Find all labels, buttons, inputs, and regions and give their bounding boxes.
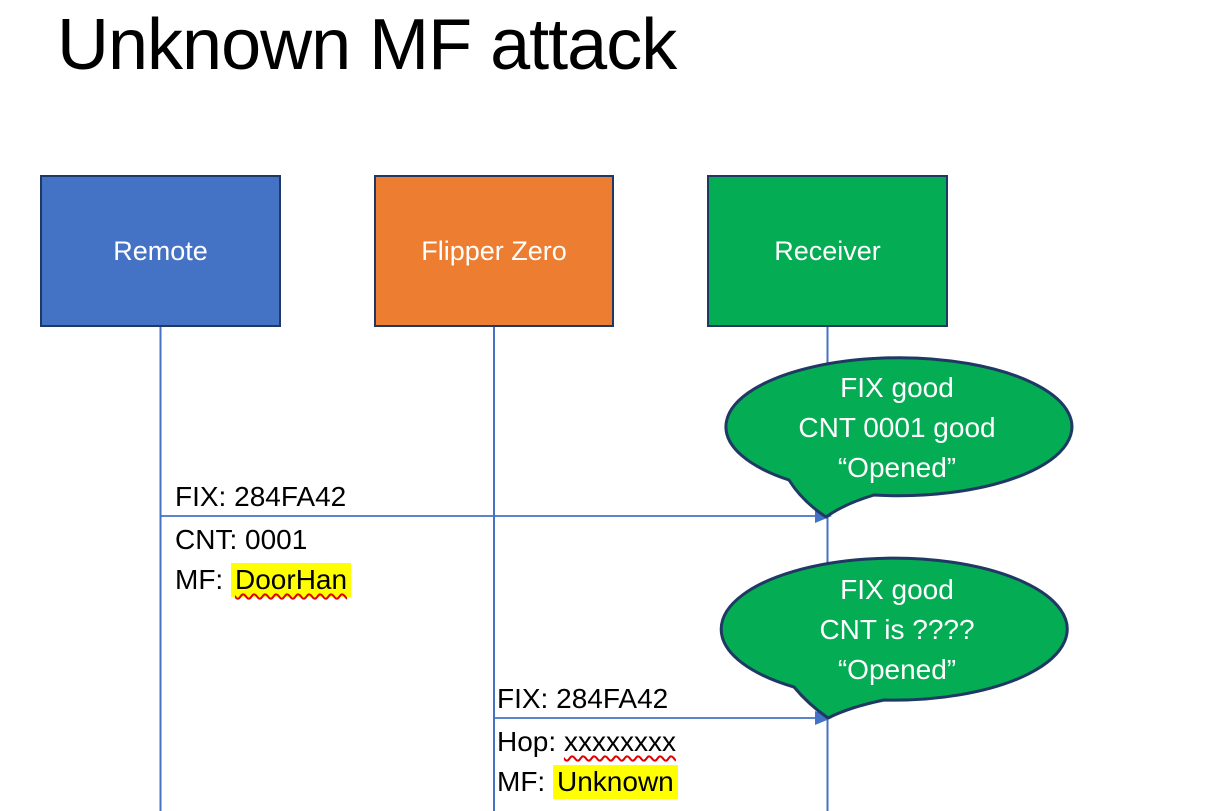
message-2-hop-squiggle-value: xxxxxxxx	[563, 726, 676, 757]
message-2-labels-below: Hop: xxxxxxxx MF: Unknown	[497, 722, 678, 802]
actor-box-flipper-zero: Flipper Zero	[374, 175, 614, 327]
message-2-mf-highlighted-value: Unknown	[553, 765, 678, 799]
message-2-mf-prefix: MF:	[497, 766, 553, 797]
speech-bubble-1-text: FIX good CNT 0001 good “Opened”	[723, 368, 1071, 488]
message-2-fix-text: FIX: 284FA42	[497, 683, 669, 714]
actor-label-remote: Remote	[113, 235, 208, 266]
message-1-cnt-line: CNT: 0001	[175, 520, 351, 560]
bubble-1-line-1: FIX good	[840, 372, 954, 403]
message-1-fix-text: FIX: 284FA42	[175, 481, 347, 512]
message-1-cnt-text: CNT: 0001	[175, 524, 308, 555]
arrowhead-message-2	[815, 711, 832, 725]
message-2-hop-prefix: Hop:	[497, 726, 564, 757]
speech-bubble-1	[724, 356, 1074, 519]
bubble-2-line-2: CNT is ????	[819, 614, 975, 645]
actor-label-flipper-zero: Flipper Zero	[421, 235, 567, 266]
bubble-2-line-3: “Opened”	[837, 654, 957, 685]
slide-title: Unknown MF attack	[57, 5, 677, 85]
actor-box-remote: Remote	[40, 175, 281, 327]
speech-bubble-2	[719, 556, 1069, 720]
message-2-hop-line: Hop: xxxxxxxx	[497, 722, 678, 762]
message-2-mf-line: MF: Unknown	[497, 762, 678, 802]
message-1-mf-line: MF: DoorHan	[175, 560, 352, 600]
message-1-labels-below: CNT: 0001 MF: DoorHan	[175, 520, 352, 600]
bubble-2-line-1: FIX good	[840, 574, 954, 605]
message-2-label-above: FIX: 284FA42	[497, 680, 668, 718]
speech-bubble-2-text: FIX good CNT is ???? “Opened”	[723, 570, 1071, 690]
message-1-mf-highlighted-value: DoorHan	[231, 563, 352, 597]
actor-box-receiver: Receiver	[707, 175, 948, 327]
message-1-mf-prefix: MF:	[175, 564, 231, 595]
actor-label-receiver: Receiver	[774, 235, 881, 266]
message-1-label-above: FIX: 284FA42	[175, 478, 346, 516]
bubble-1-line-2: CNT 0001 good	[798, 412, 996, 443]
bubble-1-line-3: “Opened”	[837, 452, 957, 483]
